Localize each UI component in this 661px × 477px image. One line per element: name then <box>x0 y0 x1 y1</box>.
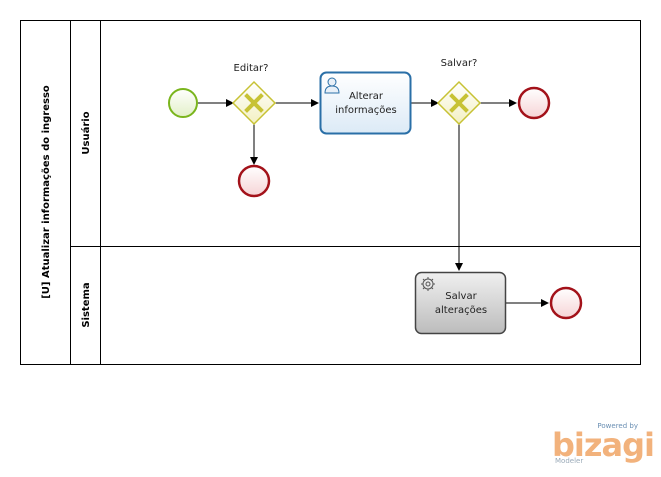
pool-title: [U] Atualizar informações do ingresso <box>41 85 52 299</box>
start-event[interactable] <box>168 88 198 118</box>
gear-icon <box>421 277 435 291</box>
lane-label-usuario: Usuário <box>80 111 92 154</box>
bizagi-brand-text: bizagi <box>552 426 655 464</box>
end-event-save-no[interactable] <box>517 86 551 120</box>
task-salvar-alteracoes[interactable]: Salvar alterações <box>414 271 507 335</box>
modeler-text: Modeler <box>555 457 584 465</box>
sequence-flows <box>198 99 549 307</box>
powered-by-text: Powered by <box>597 422 638 430</box>
gateway-salvar[interactable] <box>436 80 482 126</box>
end-event-saved[interactable] <box>549 286 583 320</box>
task-salvar-line2: alterações <box>435 305 487 316</box>
gateway-editar[interactable] <box>231 80 277 126</box>
user-icon <box>324 77 340 94</box>
x-mark-icon <box>449 93 469 113</box>
gateway-salvar-label: Salvar? <box>441 58 478 69</box>
end-event-edit-no[interactable] <box>237 164 271 198</box>
task-alterar-line1: Alterar <box>349 91 384 102</box>
task-salvar-line1: Salvar <box>445 291 477 302</box>
gateway-editar-label: Editar? <box>234 63 269 74</box>
task-alterar-informacoes[interactable]: Alterar informações <box>319 71 412 135</box>
lane-label-sistema: Sistema <box>81 282 92 327</box>
bizagi-logo: Powered by bizagi Modeler <box>552 422 655 468</box>
x-mark-icon <box>244 93 264 113</box>
task-alterar-line2: informações <box>335 105 397 116</box>
